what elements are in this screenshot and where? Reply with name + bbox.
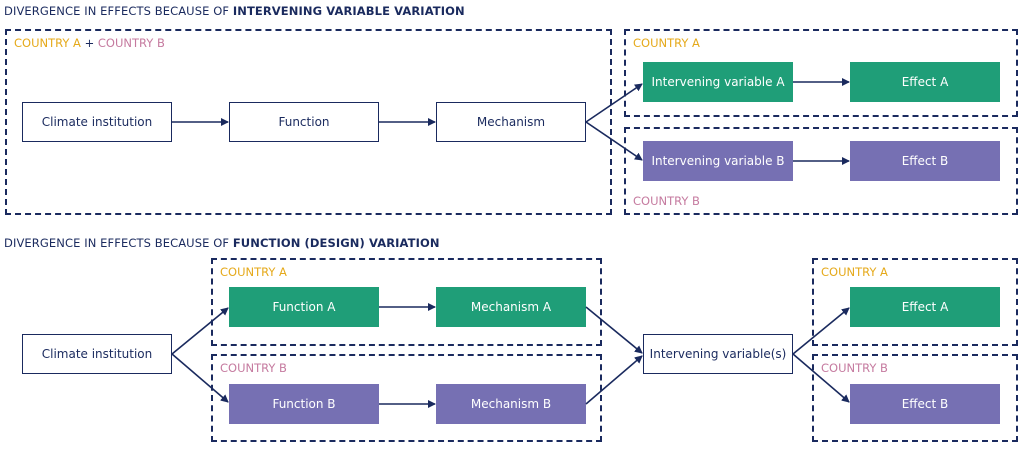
bottom-function-b-node: Function B — [229, 384, 379, 424]
arrow-bottom-institution-to-function-b — [171, 353, 229, 403]
top-country-a-group — [624, 29, 1018, 117]
arrow-top-mechanism-to-intervening-a — [585, 83, 643, 123]
top-intervening-variable-b-node: Intervening variable B — [643, 141, 793, 181]
top-effect-a-node: Effect A — [850, 62, 1000, 102]
bottom-function-a-node: Function A — [229, 287, 379, 327]
bottom-effect-b-node: Effect B — [850, 384, 1000, 424]
bottom-effect-a-node: Effect A — [850, 287, 1000, 327]
bottom-country-a-label: COUNTRY A — [220, 265, 287, 279]
top-mechanism-node: Mechanism — [436, 102, 586, 142]
bottom-effect-country-b-label: COUNTRY B — [821, 361, 888, 375]
top-intervening-variable-a-node: Intervening variable A — [643, 62, 793, 102]
arrow-top-mechanism-to-intervening-b — [585, 121, 643, 161]
top-diagram-title: DIVERGENCE IN EFFECTS BECAUSE OF INTERVE… — [4, 4, 465, 18]
top-country-b-label: COUNTRY B — [633, 194, 700, 208]
arrow-bottom-mechanism-b-to-intervening — [585, 355, 643, 405]
bottom-climate-institution-node: Climate institution — [22, 334, 172, 374]
bottom-effect-country-a-group — [812, 258, 1018, 346]
top-shared-country-a-label: COUNTRY A — [14, 36, 81, 50]
bottom-title-prefix: DIVERGENCE IN EFFECTS BECAUSE OF — [4, 236, 233, 250]
bottom-country-a-group — [211, 258, 602, 346]
top-climate-institution-node: Climate institution — [22, 102, 172, 142]
top-function-node: Function — [229, 102, 379, 142]
bottom-country-b-label: COUNTRY B — [220, 361, 287, 375]
bottom-effect-country-b-group — [812, 354, 1018, 442]
arrow-bottom-intervening-to-effect-a — [792, 307, 850, 355]
arrow-bottom-intervening-to-effect-b — [792, 353, 850, 403]
bottom-intervening-variables-node: Intervening variable(s) — [643, 334, 793, 374]
bottom-title-bold: FUNCTION (DESIGN) VARIATION — [232, 236, 440, 250]
top-effect-b-node: Effect B — [850, 141, 1000, 181]
arrow-bottom-mechanism-a-to-intervening — [585, 306, 643, 354]
top-shared-country-group — [5, 29, 612, 215]
bottom-mechanism-a-node: Mechanism A — [436, 287, 586, 327]
top-country-a-label: COUNTRY A — [633, 36, 700, 50]
bottom-effect-country-a-label: COUNTRY A — [821, 265, 888, 279]
bottom-mechanism-b-node: Mechanism B — [436, 384, 586, 424]
arrow-bottom-institution-to-function-a — [171, 307, 229, 355]
top-title-prefix: DIVERGENCE IN EFFECTS BECAUSE OF — [4, 4, 233, 18]
top-shared-country-b-label: COUNTRY B — [97, 36, 165, 50]
top-country-b-group — [624, 127, 1018, 215]
top-shared-plus-label: + — [80, 36, 98, 50]
bottom-country-b-group — [211, 354, 602, 442]
bottom-diagram-title: DIVERGENCE IN EFFECTS BECAUSE OF FUNCTIO… — [4, 236, 440, 250]
top-shared-group-label: COUNTRY A + COUNTRY B — [14, 36, 165, 50]
top-title-bold: INTERVENING VARIABLE VARIATION — [232, 4, 465, 18]
